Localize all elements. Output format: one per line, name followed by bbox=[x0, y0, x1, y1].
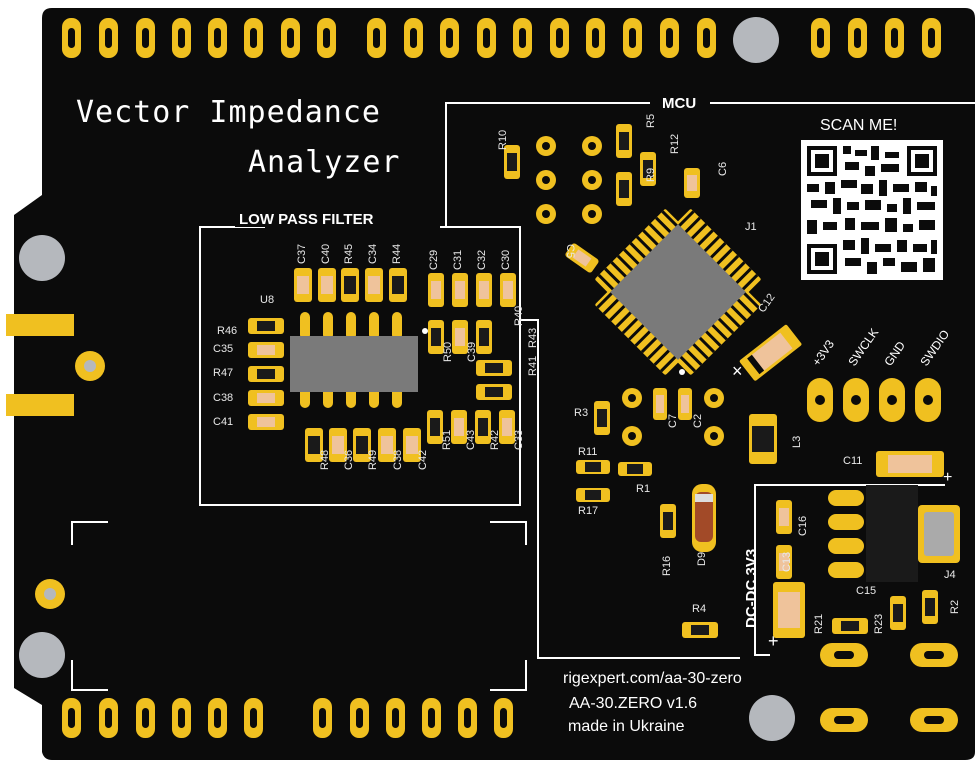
label-c35: C35 bbox=[213, 343, 234, 355]
label-j1: J1 bbox=[745, 221, 757, 233]
label-c39: C39 bbox=[466, 341, 478, 362]
label-r4: R4 bbox=[692, 603, 707, 615]
label-r41: R41 bbox=[527, 355, 539, 376]
u8-chip bbox=[290, 312, 428, 408]
label-c38-bottom: C38 bbox=[392, 449, 404, 470]
mcu-small-parts bbox=[504, 124, 718, 638]
label-r5: R5 bbox=[645, 113, 657, 128]
dcdc-regulator bbox=[828, 485, 960, 582]
label-r42: R42 bbox=[489, 429, 501, 450]
qr-code bbox=[801, 140, 943, 280]
label-c36: C36 bbox=[343, 449, 355, 470]
sma-connector-pads bbox=[6, 314, 105, 609]
label-c11: C11 bbox=[843, 455, 863, 467]
label-r17: R17 bbox=[578, 505, 599, 517]
label-r44: R44 bbox=[391, 243, 403, 264]
label-r46: R46 bbox=[217, 325, 238, 337]
label-c16: C16 bbox=[797, 515, 809, 536]
label-c41: C41 bbox=[213, 416, 234, 428]
qr-scan-label: SCAN ME! bbox=[820, 117, 898, 134]
dcdc-small-parts bbox=[773, 500, 938, 638]
version-label: AA-30.ZERO v1.6 bbox=[569, 695, 698, 712]
label-r40: R40 bbox=[513, 305, 525, 326]
label-r2: R2 bbox=[949, 599, 961, 614]
label-c34: C34 bbox=[367, 243, 379, 264]
label-c2: C2 bbox=[692, 413, 704, 428]
label-c40: C40 bbox=[320, 243, 332, 264]
lpf-section-label: LOW PASS FILTER bbox=[235, 212, 378, 227]
dcdc-label: DC-DC 3V3 bbox=[743, 548, 760, 628]
l3-inductor bbox=[749, 414, 777, 464]
label-c7: C7 bbox=[667, 413, 679, 428]
label-r48: R48 bbox=[319, 449, 331, 470]
label-r21: R21 bbox=[813, 613, 825, 634]
label-r47: R47 bbox=[213, 367, 234, 379]
c11-capacitor bbox=[876, 451, 944, 477]
lpf-bottom-components bbox=[305, 410, 515, 462]
url-label: rigexpert.com/aa-30-zero bbox=[563, 670, 742, 687]
label-r16: R16 bbox=[661, 555, 673, 576]
swd-header-pads bbox=[807, 378, 941, 422]
lpf-left-components bbox=[248, 318, 284, 430]
c12-capacitor bbox=[739, 324, 802, 381]
label-r3: R3 bbox=[574, 407, 589, 419]
label-r51: R51 bbox=[441, 429, 453, 450]
label-c32: C32 bbox=[476, 249, 488, 270]
d9-diode bbox=[692, 484, 716, 552]
label-r10: R10 bbox=[497, 129, 509, 150]
silkscreen-lines bbox=[71, 102, 975, 691]
label-r23: R23 bbox=[873, 613, 885, 634]
mcu-chip bbox=[595, 209, 761, 375]
label-c29: C29 bbox=[428, 249, 440, 270]
mcu-through-holes bbox=[536, 136, 724, 446]
power-jack-pads bbox=[820, 643, 958, 732]
plus-mark-c11: + bbox=[943, 469, 953, 486]
label-c31: C31 bbox=[452, 249, 464, 270]
label-c30: C30 bbox=[500, 249, 512, 270]
board-title-line2: Analyzer bbox=[248, 145, 401, 180]
label-r1: R1 bbox=[636, 483, 651, 495]
label-r9: R9 bbox=[645, 167, 657, 182]
label-c38-left: C38 bbox=[213, 392, 234, 404]
label-c42: C42 bbox=[417, 449, 429, 470]
label-j4: J4 bbox=[944, 569, 956, 581]
label-r49: R49 bbox=[367, 449, 379, 470]
lpf-mid-components bbox=[428, 320, 512, 400]
label-l3: L3 bbox=[791, 435, 803, 448]
label-r43: R43 bbox=[527, 327, 539, 348]
label-c5: C5 bbox=[564, 244, 576, 259]
mounting-holes bbox=[19, 17, 795, 741]
mcu-section-label: MCU bbox=[658, 96, 701, 111]
plus-mark-c13: + bbox=[768, 631, 779, 651]
label-c43: C43 bbox=[465, 429, 477, 450]
label-u8: U8 bbox=[260, 294, 275, 306]
origin-label: made in Ukraine bbox=[568, 718, 685, 735]
lpf-top-components bbox=[294, 268, 516, 307]
label-c37: C37 bbox=[296, 243, 308, 264]
label-c15: C15 bbox=[856, 585, 877, 597]
label-c33: C33 bbox=[513, 429, 525, 450]
x-mark-c12: × bbox=[732, 361, 743, 381]
board-title-line1: Vector Impedance bbox=[76, 95, 381, 130]
label-r50: R50 bbox=[442, 341, 454, 362]
label-r45: R45 bbox=[343, 243, 355, 264]
label-c6: C6 bbox=[717, 161, 729, 176]
label-c13: C13 bbox=[781, 551, 793, 572]
label-d9: D9 bbox=[696, 551, 708, 566]
label-r11: R11 bbox=[578, 446, 598, 458]
label-r12: R12 bbox=[669, 133, 681, 154]
